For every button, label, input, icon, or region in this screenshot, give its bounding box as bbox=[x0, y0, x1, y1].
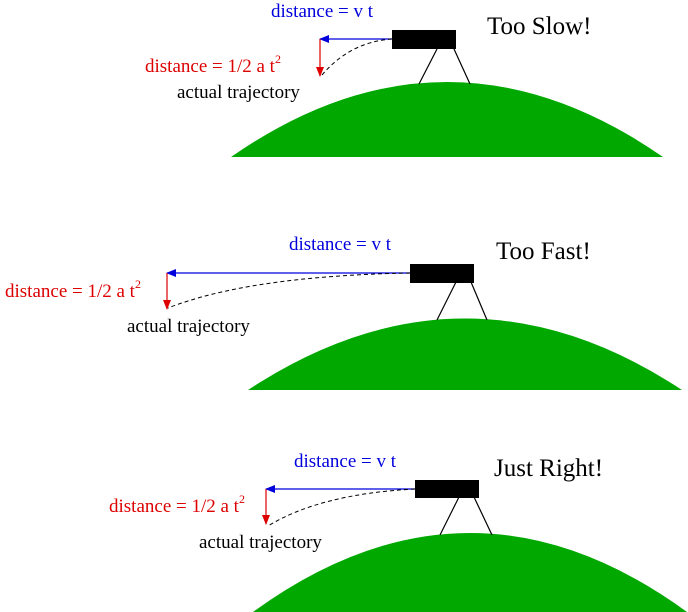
trajectory-label: actual trajectory bbox=[177, 82, 300, 103]
cannon bbox=[415, 480, 493, 536]
trajectory-curve bbox=[267, 488, 416, 527]
cannon-barrel bbox=[392, 30, 456, 49]
hill bbox=[248, 318, 682, 390]
horizontal-distance-label: distance = v t bbox=[294, 451, 397, 472]
trajectory-curve bbox=[167, 272, 411, 309]
exponent: 2 bbox=[275, 52, 281, 66]
hill bbox=[231, 82, 663, 157]
trajectory-curve bbox=[321, 38, 393, 76]
panel-title: Just Right! bbox=[494, 455, 603, 482]
panel-too-fast: distance = v t distance = 1/2 a t2 actua… bbox=[5, 234, 682, 390]
cannon-barrel bbox=[415, 480, 479, 498]
horizontal-distance-label: distance = v t bbox=[271, 1, 374, 22]
panel-title: Too Fast! bbox=[496, 238, 591, 265]
vertical-distance-label: distance = 1/2 a t2 bbox=[5, 277, 141, 302]
vertical-distance-label: distance = 1/2 a t2 bbox=[109, 492, 245, 517]
panel-too-slow: distance = v t distance = 1/2 a t2 actua… bbox=[145, 1, 663, 157]
cannon-barrel bbox=[410, 264, 474, 283]
hill bbox=[253, 533, 687, 612]
exponent: 2 bbox=[135, 277, 141, 291]
cannon bbox=[410, 264, 488, 321]
panel-title: Too Slow! bbox=[487, 13, 592, 40]
vertical-distance-label: distance = 1/2 a t2 bbox=[145, 52, 281, 77]
cannon bbox=[392, 30, 471, 85]
trajectory-label: actual trajectory bbox=[199, 532, 322, 553]
exponent: 2 bbox=[239, 492, 245, 506]
trajectory-label: actual trajectory bbox=[127, 316, 250, 337]
panel-just-right: distance = v t distance = 1/2 a t2 actua… bbox=[109, 451, 687, 612]
horizontal-distance-label: distance = v t bbox=[289, 234, 392, 255]
